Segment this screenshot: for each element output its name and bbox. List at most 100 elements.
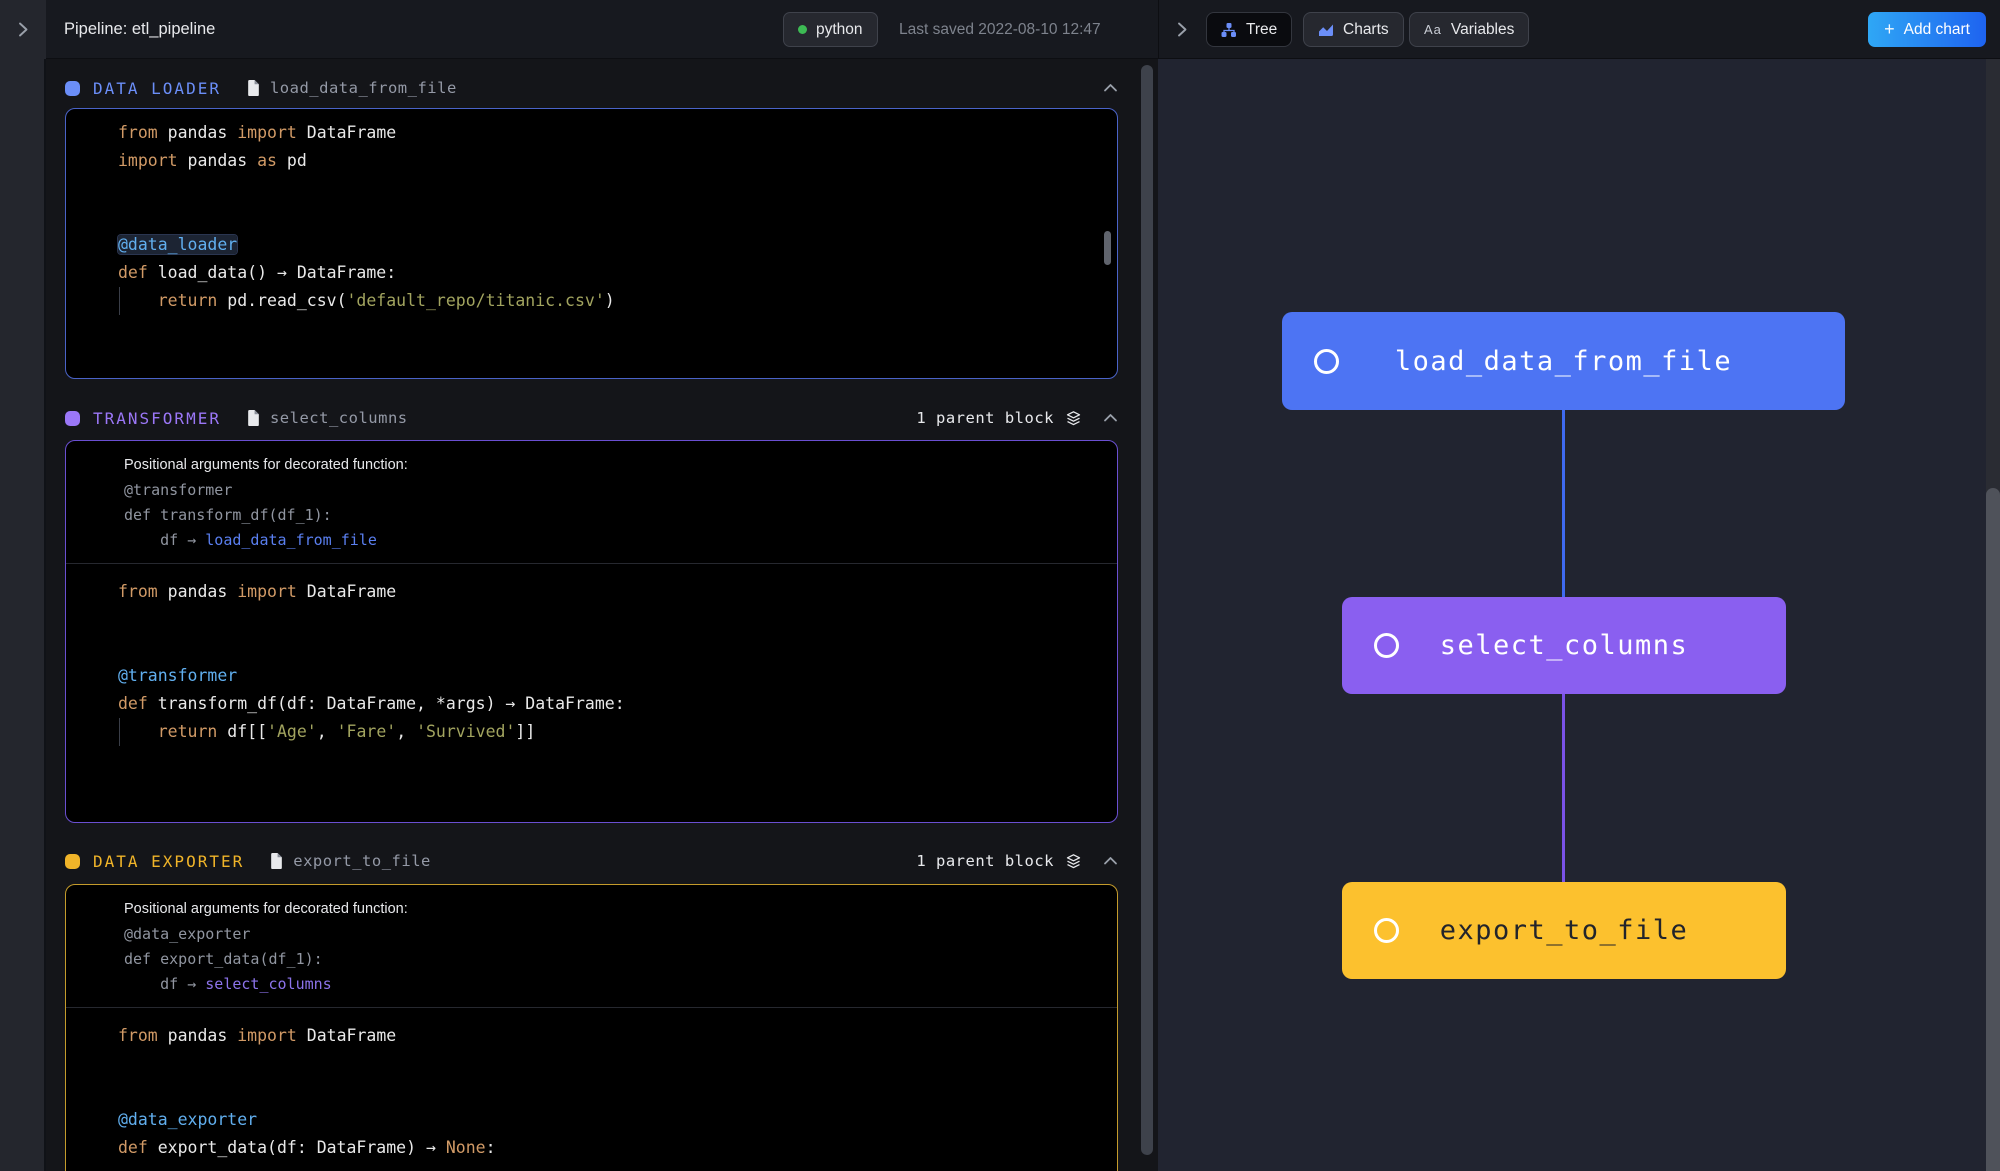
block-type-label: DATA LOADER	[93, 78, 221, 98]
last-saved-text: Last saved 2022-08-10 12:47	[899, 20, 1101, 38]
edge-select-to-export	[1562, 694, 1565, 882]
code-line[interactable]: @transformer	[124, 481, 233, 499]
layers-icon[interactable]	[1066, 410, 1081, 426]
tab-tree[interactable]: Tree	[1206, 12, 1293, 47]
file-icon	[247, 80, 260, 96]
code-line[interactable]	[118, 746, 1107, 774]
code-line[interactable]	[118, 1078, 1107, 1106]
node-label: select_columns	[1439, 630, 1689, 661]
panel-collapse-chevron-icon[interactable]	[1177, 21, 1188, 43]
node-label: export_to_file	[1439, 915, 1689, 946]
edge-load-to-select	[1562, 410, 1565, 597]
tab-charts-label: Charts	[1343, 20, 1389, 38]
code-line[interactable]: df → select_columns	[124, 975, 332, 993]
collapse-block-icon[interactable]	[1103, 413, 1118, 423]
dependency-tree-panel: load_data_from_file select_columns expor…	[1158, 59, 2000, 1171]
graph-node-load-data-from-file[interactable]: load_data_from_file	[1282, 312, 1845, 410]
code-line[interactable]: return pd.read_csv('default_repo/titanic…	[118, 287, 1107, 315]
block-type-label: TRANSFORMER	[93, 408, 221, 428]
language-status-dot	[798, 25, 807, 34]
right-panel-header: Tree Charts Aa Variables + Add chart	[1158, 0, 2000, 59]
graph-node-export-to-file[interactable]: export_to_file	[1342, 882, 1786, 979]
code-line[interactable]	[118, 175, 1107, 203]
block-header-data-exporter: DATA EXPORTER export_to_file 1 parent bl…	[65, 848, 1118, 874]
add-chart-button[interactable]: + Add chart	[1868, 12, 1986, 47]
parent-block-count: 1 parent block	[916, 852, 1054, 870]
graph-node-select-columns[interactable]: select_columns	[1342, 597, 1786, 694]
tree-scrollbar-thumb[interactable]	[1986, 488, 2000, 1171]
code-line[interactable]: df → load_data_from_file	[124, 531, 377, 549]
code-line[interactable]: def transform_df(df_1):	[124, 506, 332, 524]
block-type-dot	[65, 410, 80, 426]
variables-aa-icon: Aa	[1424, 22, 1442, 37]
node-status-circle-icon	[1374, 918, 1399, 943]
collapse-block-icon[interactable]	[1103, 856, 1118, 866]
code-area[interactable]: from pandas import DataFrame import panda…	[66, 109, 1117, 371]
node-status-circle-icon	[1314, 348, 1339, 374]
block-type-dot	[65, 853, 80, 869]
code-line[interactable]	[118, 634, 1107, 662]
args-code: @transformer def transform_df(df_1): df →…	[124, 478, 1107, 553]
plus-icon: +	[1884, 19, 1895, 39]
code-line[interactable]: @data_exporter	[118, 1110, 258, 1129]
chart-icon	[1318, 23, 1334, 37]
code-line[interactable]	[118, 343, 1107, 371]
code-line[interactable]	[118, 315, 1107, 343]
block-header-transformer: TRANSFORMER select_columns 1 parent bloc…	[65, 405, 1118, 431]
code-line[interactable]: @data_loader	[118, 235, 238, 254]
block-type-label: DATA EXPORTER	[93, 851, 245, 871]
node-status-circle-icon	[1374, 633, 1399, 658]
block-file-name[interactable]: load_data_from_file	[269, 79, 457, 97]
tab-charts[interactable]: Charts	[1303, 12, 1404, 47]
parent-block-count: 1 parent block	[916, 409, 1054, 427]
tab-variables[interactable]: Aa Variables	[1409, 12, 1530, 47]
code-line[interactable]	[118, 1050, 1107, 1078]
language-badge-label: python	[816, 20, 863, 38]
code-line[interactable]	[118, 606, 1107, 634]
layers-icon[interactable]	[1066, 853, 1081, 869]
decorator-args-section: Positional arguments for decorated funct…	[66, 441, 1117, 564]
code-area[interactable]: from pandas import DataFrame @data_expor…	[66, 1008, 1117, 1162]
sidebar-collapse-area[interactable]	[0, 0, 46, 59]
args-title: Positional arguments for decorated funct…	[124, 457, 408, 473]
code-line[interactable]: @transformer	[118, 666, 238, 685]
code-line[interactable]: return df[['Age', 'Fare', 'Survived']]	[118, 718, 1107, 746]
args-title: Positional arguments for decorated funct…	[124, 901, 408, 917]
code-block-data-exporter[interactable]: Positional arguments for decorated funct…	[65, 884, 1118, 1171]
block-file-name[interactable]: select_columns	[269, 409, 408, 427]
language-badge[interactable]: python	[783, 12, 878, 47]
code-line[interactable]: from pandas import DataFrame	[118, 1026, 397, 1045]
decorator-args-section: Positional arguments for decorated funct…	[66, 885, 1117, 1008]
code-block-data-loader[interactable]: from pandas import DataFrame import panda…	[65, 108, 1118, 379]
add-chart-label: Add chart	[1903, 20, 1970, 38]
code-line[interactable]: from pandas import DataFrame	[118, 123, 397, 142]
code-scrollbar-thumb[interactable]	[1104, 231, 1111, 265]
code-line[interactable]: def load_data() → DataFrame:	[118, 263, 397, 282]
file-icon	[247, 410, 260, 426]
left-rail	[0, 59, 46, 1171]
code-line[interactable]: @data_exporter	[124, 925, 251, 943]
top-bar: Pipeline: etl_pipeline python Last saved…	[0, 0, 2000, 59]
pipeline-title: Pipeline: etl_pipeline	[64, 20, 216, 38]
editor-scrollbar-thumb[interactable]	[1141, 65, 1153, 1155]
tab-variables-label: Variables	[1450, 20, 1515, 38]
code-block-transformer[interactable]: Positional arguments for decorated funct…	[65, 440, 1118, 823]
tree-icon	[1221, 22, 1237, 38]
tab-tree-label: Tree	[1246, 20, 1278, 38]
code-line[interactable]	[118, 203, 1107, 231]
code-line[interactable]: def export_data(df_1):	[124, 950, 323, 968]
code-area[interactable]: from pandas import DataFrame @transforme…	[66, 564, 1117, 802]
code-line[interactable]: def export_data(df: DataFrame) → None:	[118, 1138, 496, 1157]
code-line[interactable]	[118, 774, 1107, 802]
block-file-name[interactable]: export_to_file	[293, 852, 431, 870]
code-line[interactable]: import pandas as pd	[118, 151, 307, 170]
chevron-right-icon[interactable]	[18, 21, 29, 38]
pipeline-editor-panel: DATA LOADER load_data_from_file from pan…	[46, 59, 1158, 1171]
block-type-dot	[65, 80, 80, 96]
file-icon	[270, 853, 283, 869]
code-line[interactable]: def transform_df(df: DataFrame, *args) →…	[118, 694, 625, 713]
collapse-block-icon[interactable]	[1103, 83, 1118, 93]
node-label: load_data_from_file	[1394, 345, 1733, 377]
code-line[interactable]: from pandas import DataFrame	[118, 582, 397, 601]
